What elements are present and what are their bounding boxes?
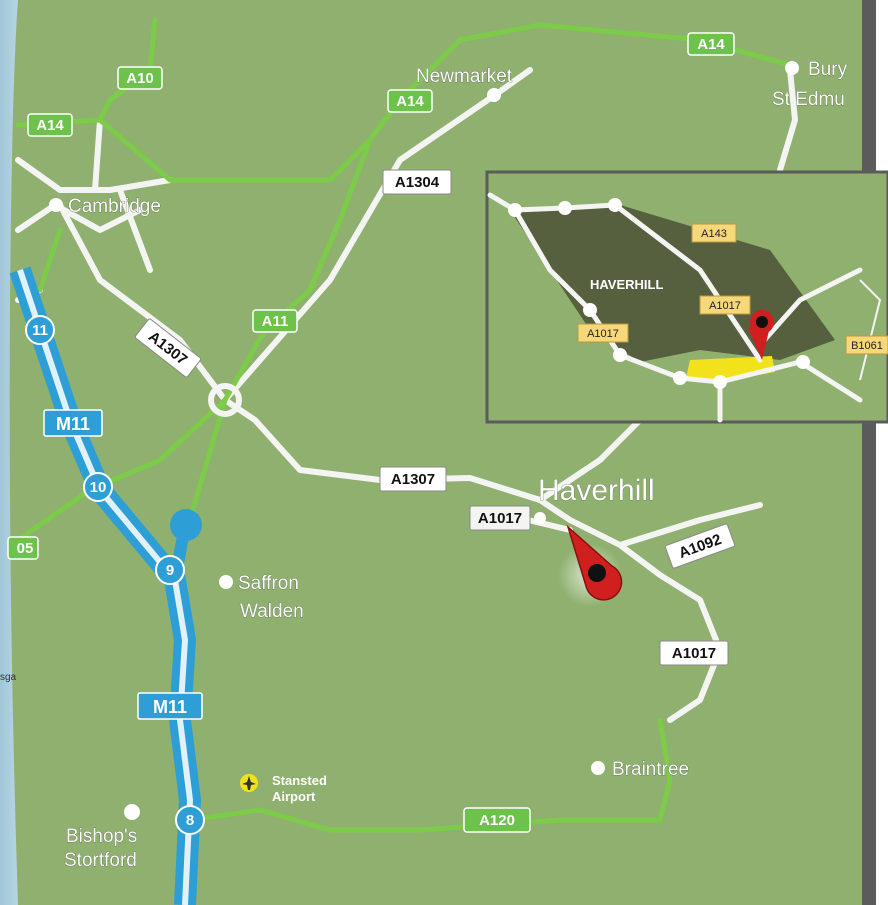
- svg-text:M11: M11: [56, 414, 90, 434]
- town-bishops-line1: Bishop's: [66, 826, 137, 847]
- svg-text:A10: A10: [126, 70, 154, 87]
- inset-shield-a143: A143: [691, 223, 737, 243]
- svg-text:A14: A14: [697, 36, 725, 53]
- town-bury-line2: St Edmu: [772, 89, 845, 110]
- shield-a1307-east: A1307: [379, 466, 447, 492]
- shield-a505-partial: 05: [7, 536, 39, 560]
- town-braintree: Braintree: [612, 759, 689, 780]
- junction-8: 8: [175, 805, 205, 835]
- inset-shield-b1061: B1061: [845, 335, 888, 355]
- svg-text:10: 10: [90, 479, 107, 496]
- plane-icon: [242, 776, 256, 790]
- junction-11: 11: [25, 315, 55, 345]
- town-saffron-line1: Saffron: [238, 573, 299, 594]
- town-newmarket: Newmarket: [416, 66, 513, 87]
- svg-text:A1307: A1307: [391, 471, 435, 488]
- shield-m11-lower: M11: [137, 692, 203, 720]
- inset-location-pin: [748, 310, 774, 360]
- airport-label-line1: Stansted: [272, 773, 327, 788]
- shield-a11: A11: [252, 309, 298, 333]
- svg-text:A1017: A1017: [587, 328, 619, 340]
- svg-text:A14: A14: [396, 93, 424, 110]
- junction-10: 10: [83, 472, 113, 502]
- roundabout: [208, 383, 242, 417]
- town-bishops-line2: Stortford: [64, 850, 137, 871]
- inset-shield-a1017-a: A1017: [577, 323, 629, 343]
- shield-a14-west: A14: [27, 113, 73, 137]
- svg-text:A14: A14: [36, 117, 64, 134]
- shield-a120: A120: [463, 807, 531, 833]
- svg-text:8: 8: [186, 812, 194, 829]
- shield-a14-mid: A14: [387, 89, 433, 113]
- inset-town-label: HAVERHILL: [590, 277, 663, 292]
- svg-text:A1017: A1017: [478, 510, 522, 527]
- location-pin-main[interactable]: [558, 524, 623, 607]
- svg-text:M11: M11: [153, 697, 187, 717]
- svg-text:11: 11: [32, 322, 48, 339]
- shield-a14-east: A14: [687, 32, 735, 56]
- shield-a1304: A1304: [382, 169, 452, 195]
- inset-map[interactable]: HAVERHILL A143 A1017 A1017 B1061: [485, 170, 888, 424]
- airport-label-line2: Airport: [272, 789, 316, 804]
- svg-text:A1017: A1017: [709, 300, 741, 312]
- svg-text:B1061: B1061: [851, 340, 883, 352]
- edge-text: sga: [0, 672, 17, 683]
- svg-text:A1304: A1304: [395, 174, 440, 191]
- svg-text:A11: A11: [262, 313, 289, 330]
- svg-text:A143: A143: [701, 228, 727, 240]
- shield-a1017-town: A1017: [469, 505, 531, 531]
- svg-text:A120: A120: [479, 812, 515, 829]
- svg-text:05: 05: [17, 540, 34, 557]
- junction-9: 9: [155, 555, 185, 585]
- town-haverhill: Haverhill: [538, 474, 655, 507]
- shield-m11-upper: M11: [43, 409, 103, 437]
- shield-a10: A10: [117, 66, 163, 90]
- town-cambridge: Cambridge: [68, 196, 161, 217]
- inset-shield-a1017-b: A1017: [699, 295, 751, 315]
- shield-a1017-south: A1017: [659, 640, 729, 666]
- right-border-strip: [876, 0, 888, 905]
- airport-marker: [240, 774, 258, 792]
- town-bury-line1: Bury: [808, 59, 848, 80]
- town-dots: [49, 61, 799, 820]
- svg-text:A1017: A1017: [672, 645, 716, 662]
- svg-text:9: 9: [166, 562, 174, 579]
- town-saffron-line2: Walden: [240, 601, 304, 622]
